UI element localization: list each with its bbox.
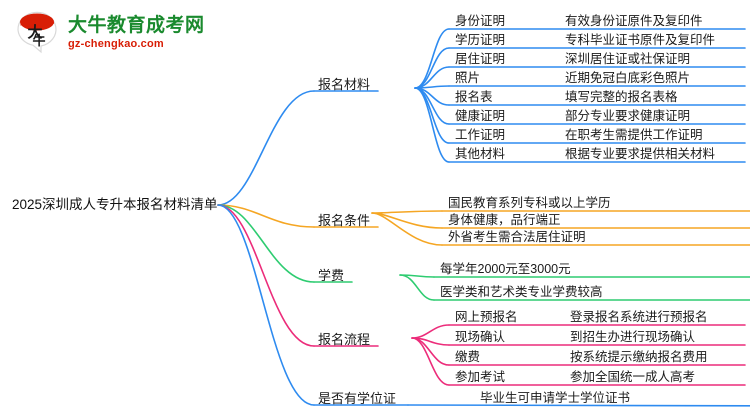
- site-logo: 大 牛 大牛教育成考网 gz-chengkao.com: [14, 8, 244, 58]
- mindmap-branch-1-label[interactable]: 报名材料: [318, 77, 371, 92]
- mindmap-node-3-2[interactable]: 医学类和艺术类专业学费较高: [440, 285, 603, 299]
- mindmap-detail-1-7[interactable]: 在职考生需提供工作证明: [565, 128, 703, 142]
- mindmap-root-node[interactable]: 2025深圳成人专升本报名材料清单: [12, 197, 218, 212]
- mindmap-node-2-3[interactable]: 外省考生需合法居住证明: [448, 230, 586, 244]
- mindmap-node-4-4[interactable]: 参加考试: [455, 370, 506, 384]
- mindmap-detail-1-8[interactable]: 根据专业要求提供相关材料: [565, 147, 716, 161]
- mindmap-detail-1-4[interactable]: 近期免冠白底彩色照片: [565, 71, 691, 85]
- mindmap-detail-4-1[interactable]: 登录报名系统进行预报名: [570, 310, 708, 324]
- mindmap-node-1-3[interactable]: 居住证明: [455, 52, 506, 66]
- mindmap-branch-2-label[interactable]: 报名条件: [318, 213, 371, 228]
- logo-mark-icon: 大 牛: [14, 11, 62, 55]
- mindmap-node-1-5[interactable]: 报名表: [455, 90, 493, 104]
- mindmap-branch-4-label[interactable]: 报名流程: [318, 332, 371, 347]
- mindmap-node-4-3[interactable]: 缴费: [455, 350, 481, 364]
- mindmap-detail-1-1[interactable]: 有效身份证原件及复印件: [565, 14, 703, 28]
- mindmap-node-2-2[interactable]: 身体健康，品行端正: [448, 213, 561, 227]
- mindmap-node-3-1[interactable]: 每学年2000元至3000元: [440, 262, 571, 276]
- mindmap-detail-4-3[interactable]: 按系统提示缴纳报名费用: [570, 350, 708, 364]
- mindmap-detail-1-5[interactable]: 填写完整的报名表格: [565, 90, 678, 104]
- logo-brand-name: 大牛教育成考网: [68, 15, 205, 36]
- mindmap-node-2-1[interactable]: 国民教育系列专科或以上学历: [448, 196, 611, 210]
- mindmap-node-1-2[interactable]: 学历证明: [455, 33, 506, 47]
- mindmap-node-1-8[interactable]: 其他材料: [455, 147, 506, 161]
- mindmap-node-4-2[interactable]: 现场确认: [455, 330, 506, 344]
- mindmap-node-1-4[interactable]: 照片: [455, 71, 481, 85]
- mindmap-node-5-1[interactable]: 毕业生可申请学士学位证书: [480, 391, 631, 405]
- mindmap-detail-1-6[interactable]: 部分专业要求健康证明: [565, 109, 691, 123]
- mindmap-branch-5-label[interactable]: 是否有学位证: [318, 391, 397, 406]
- mindmap-node-4-1[interactable]: 网上预报名: [455, 310, 518, 324]
- svg-text:大: 大: [27, 23, 42, 41]
- mindmap-node-1-6[interactable]: 健康证明: [455, 109, 506, 123]
- mindmap-node-1-1[interactable]: 身份证明: [455, 14, 506, 28]
- mindmap-detail-1-2[interactable]: 专科毕业证书原件及复印件: [565, 33, 716, 47]
- mindmap-branch-3-label[interactable]: 学费: [318, 268, 345, 283]
- mindmap-node-1-7[interactable]: 工作证明: [455, 128, 506, 142]
- svg-text:牛: 牛: [32, 33, 45, 49]
- logo-domain: gz-chengkao.com: [68, 38, 164, 50]
- mindmap-detail-1-3[interactable]: 深圳居住证或社保证明: [565, 52, 691, 66]
- mindmap-detail-4-4[interactable]: 参加全国统一成人高考: [570, 370, 696, 384]
- mindmap-detail-4-2[interactable]: 到招生办进行现场确认: [570, 330, 696, 344]
